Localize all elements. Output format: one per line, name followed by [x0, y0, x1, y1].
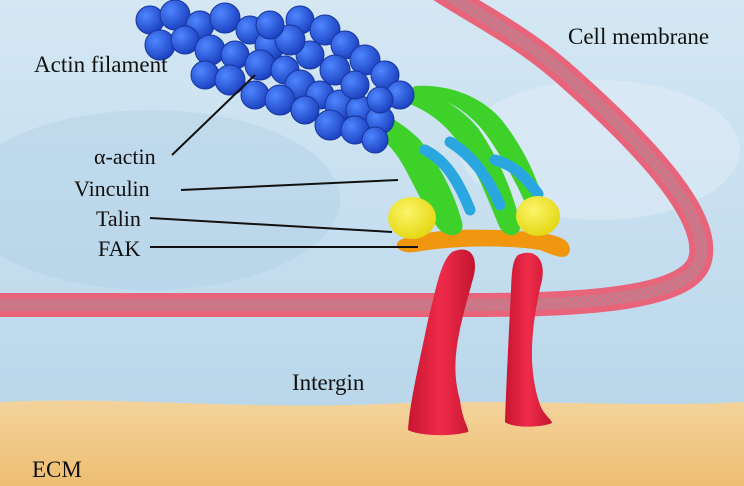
- actin-monomer: [362, 127, 388, 153]
- label-alpha-actin: α-actin: [94, 144, 156, 169]
- actin-monomer: [315, 110, 345, 140]
- actin-monomer: [367, 87, 393, 113]
- actin-monomer: [210, 3, 240, 33]
- actin-monomer: [291, 96, 319, 124]
- label-fak: FAK: [98, 236, 140, 261]
- label-integrin: Intergin: [292, 370, 365, 395]
- actin-monomer: [160, 0, 190, 30]
- actin-monomer: [191, 61, 219, 89]
- label-actin-filament: Actin filament: [34, 52, 168, 77]
- label-talin: Talin: [96, 206, 141, 231]
- actin-monomer: [265, 85, 295, 115]
- actin-monomer: [215, 65, 245, 95]
- actin-monomer: [341, 71, 369, 99]
- ecm-region: [0, 400, 744, 486]
- label-ecm: ECM: [32, 457, 82, 482]
- label-vinculin: Vinculin: [74, 176, 150, 201]
- actin-monomer: [195, 35, 225, 65]
- label-cell-membrane: Cell membrane: [568, 24, 709, 49]
- actin-monomer: [245, 50, 275, 80]
- actin-monomer: [256, 11, 284, 39]
